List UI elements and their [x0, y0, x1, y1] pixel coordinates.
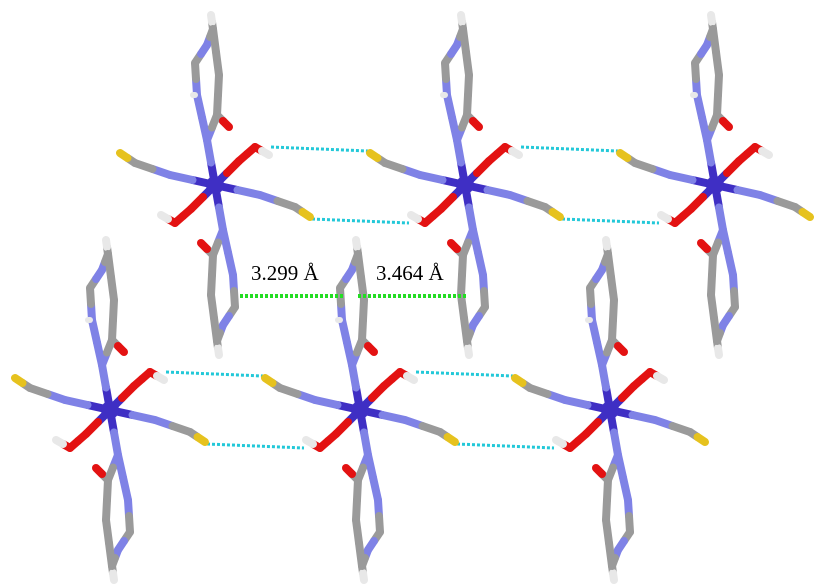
thiocyanate-ligand: [11, 374, 27, 387]
pyrimidine-ligand: [460, 314, 471, 345]
pyrimidine-ligand: [604, 250, 615, 281]
metal-center: [101, 401, 119, 419]
thiocyanate-ligand: [511, 374, 527, 387]
thiocyanate-ligand: [548, 208, 564, 221]
thiocyanate-ligand: [193, 433, 209, 446]
pyrimidine-ligand: [714, 344, 723, 359]
carbonyl-oxygen: [719, 117, 733, 131]
pyrimidine-ligand: [354, 250, 365, 281]
hydrogen-bond-layer: [165, 145, 660, 450]
pyrimidine-ligand: [102, 236, 111, 251]
water-ligand: [157, 211, 172, 223]
thiocyanate-ligand: [693, 433, 709, 446]
metal-center: [206, 176, 224, 194]
metal-complex: [261, 236, 459, 584]
carbonyl-oxygen: [697, 239, 711, 253]
water-ligand: [552, 436, 567, 448]
water-ligand: [52, 436, 67, 448]
carbonyl-oxygen: [592, 464, 606, 478]
carbonyl-oxygen: [342, 464, 356, 478]
carbonyl-oxygen: [469, 117, 483, 131]
hydrogen-bond: [520, 145, 619, 153]
molecule-layer: [11, 11, 814, 584]
water-ligand: [403, 372, 418, 384]
pyrimidine-ligand: [210, 314, 221, 345]
water-ligand: [407, 211, 422, 223]
carbonyl-oxygen: [364, 342, 378, 356]
pyrimidine-ligand: [707, 11, 716, 26]
thiocyanate-ligand: [116, 149, 132, 162]
water-ligand: [302, 436, 317, 448]
water-ligand: [508, 147, 523, 159]
hydrogen-bond: [456, 442, 555, 450]
thiocyanate-ligand: [616, 149, 632, 162]
metal-complex: [511, 236, 709, 584]
metal-complex: [366, 11, 564, 359]
pyrimidine-ligand: [710, 314, 721, 345]
hydrogen-bond: [206, 442, 305, 450]
hydrogen-bond: [165, 370, 264, 378]
hydrogen-bond: [311, 217, 410, 225]
water-ligand: [153, 372, 168, 384]
thiocyanate-ligand: [366, 149, 382, 162]
pyrimidine-ligand: [605, 539, 616, 570]
metal-complex: [116, 11, 314, 359]
carbonyl-oxygen: [219, 117, 233, 131]
pyrimidine-ligand: [464, 344, 473, 359]
carbonyl-oxygen: [92, 464, 106, 478]
pyrimidine-ligand: [359, 569, 368, 584]
thiocyanate-ligand: [443, 433, 459, 446]
distance-label-1: 3.299 Å: [251, 261, 320, 285]
carbonyl-oxygen: [447, 239, 461, 253]
hydrogen-bond: [270, 145, 369, 153]
pyrimidine-ligand: [105, 539, 116, 570]
pyrimidine-ligand: [352, 236, 361, 251]
water-ligand: [657, 211, 672, 223]
pyrimidine-ligand: [459, 25, 470, 56]
metal-center: [601, 401, 619, 419]
pyrimidine-ligand: [214, 344, 223, 359]
metal-complex: [616, 11, 814, 359]
water-ligand: [258, 147, 273, 159]
metal-center: [706, 176, 724, 194]
pyrimidine-ligand: [355, 539, 366, 570]
pyrimidine-ligand: [109, 569, 118, 584]
pyrimidine-ligand: [602, 236, 611, 251]
pyrimidine-ligand: [207, 11, 216, 26]
carbonyl-oxygen: [114, 342, 128, 356]
pyrimidine-ligand: [609, 569, 618, 584]
thiocyanate-ligand: [798, 208, 814, 221]
pyrimidine-ligand: [104, 250, 115, 281]
hydrogen-bond: [561, 217, 660, 225]
thiocyanate-ligand: [261, 374, 277, 387]
pyrimidine-ligand: [457, 11, 466, 26]
metal-center: [351, 401, 369, 419]
metal-complex: [11, 236, 209, 584]
carbonyl-oxygen: [197, 239, 211, 253]
distance-label-2: 3.464 Å: [376, 261, 445, 285]
carbonyl-oxygen: [614, 342, 628, 356]
thiocyanate-ligand: [298, 208, 314, 221]
hydrogen-bond: [415, 370, 514, 378]
water-ligand: [653, 372, 668, 384]
pyrimidine-ligand: [209, 25, 220, 56]
metal-center: [456, 176, 474, 194]
pyrimidine-ligand: [709, 25, 720, 56]
water-ligand: [758, 147, 773, 159]
